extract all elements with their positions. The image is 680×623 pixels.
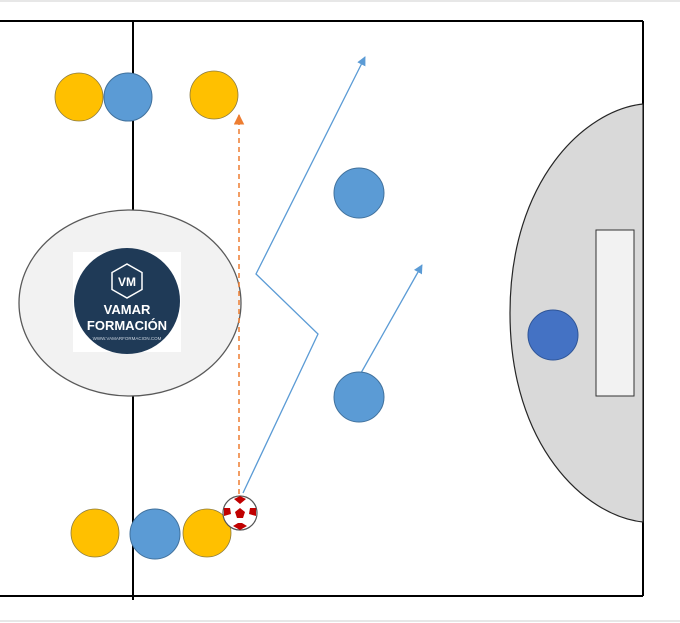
run-arrow-short [360, 264, 423, 374]
players [54, 70, 579, 560]
hexagon-icon [111, 263, 143, 299]
player-yellow[interactable] [70, 508, 120, 558]
logo: VM VAMAR FORMACIÓN WWW.VAMARFORMACION.CO… [73, 248, 181, 354]
player-blue[interactable] [333, 167, 385, 219]
goalkeeper[interactable] [527, 309, 579, 361]
player-yellow[interactable] [189, 70, 239, 120]
logo-badge [74, 248, 180, 354]
logo-monogram: VM [118, 275, 136, 289]
ball-icon[interactable] [222, 495, 258, 531]
penalty-area [509, 103, 644, 523]
player-blue[interactable] [129, 508, 181, 560]
logo-url: WWW.VAMARFORMACION.COM [93, 336, 162, 341]
player-blue[interactable] [333, 371, 385, 423]
player-yellow[interactable] [54, 72, 104, 122]
player-blue[interactable] [103, 72, 153, 122]
player-yellow[interactable] [182, 508, 232, 558]
goal-box [595, 229, 635, 397]
logo-line2: FORMACIÓN [87, 318, 167, 333]
logo-line1: VAMAR [104, 302, 151, 317]
run-arrow-zigzag [242, 56, 366, 494]
movement-lines [233, 56, 423, 494]
